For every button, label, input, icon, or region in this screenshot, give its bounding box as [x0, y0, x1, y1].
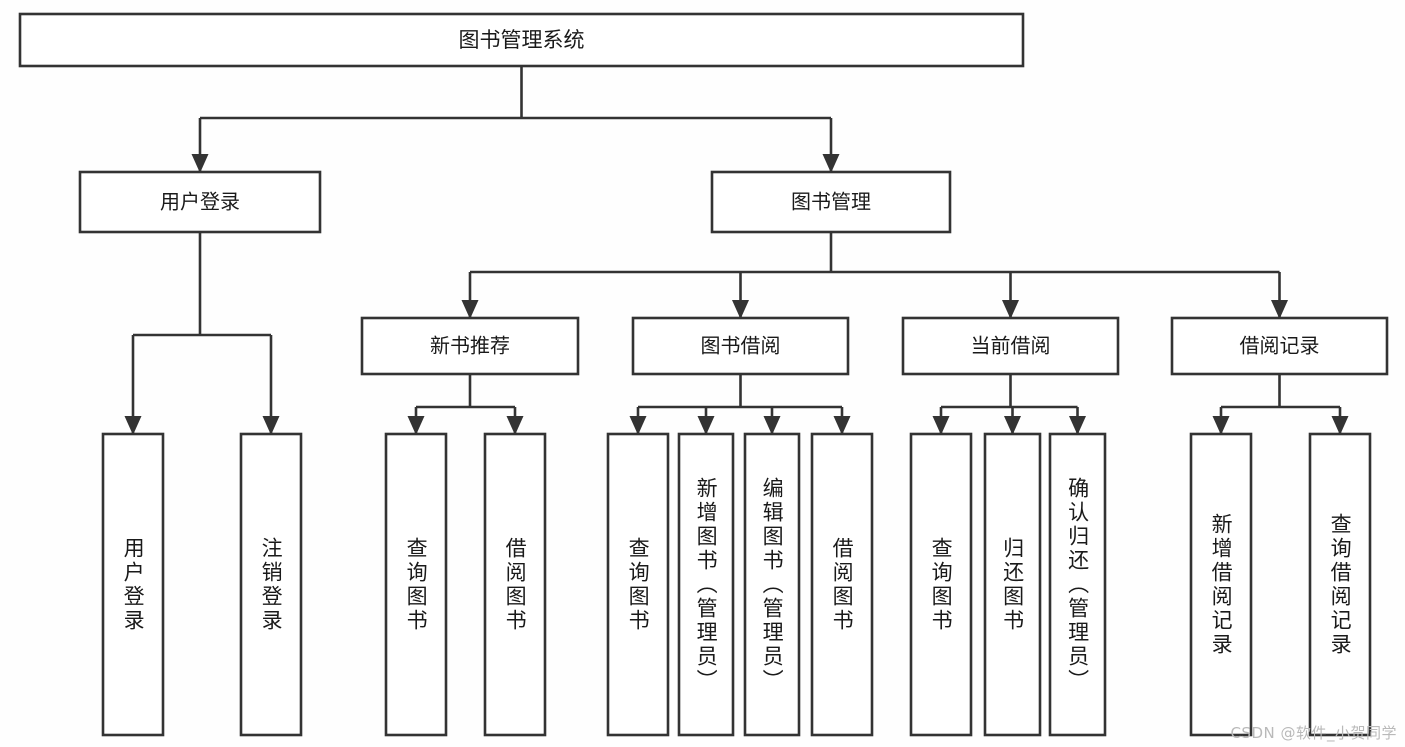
node-box-new-book-rec[interactable] [360, 316, 580, 376]
arrow-head-icon [506, 416, 524, 435]
arrow-head-icon [1004, 416, 1021, 435]
watermark-text: CSDN @软件_小贺同学 [1230, 724, 1397, 742]
node-label-new-book-rec: 新书推荐 [430, 334, 510, 358]
arrow-head-icon [822, 154, 840, 173]
node-box-user-login[interactable] [78, 170, 322, 234]
node-label-user-login: 用户登录 [160, 190, 240, 214]
arrow-head-icon [1331, 416, 1349, 435]
arrow-head-icon [763, 416, 781, 435]
arrow-head-icon [833, 416, 851, 435]
arrow-head-icon [461, 300, 479, 319]
node-box-leaf-confirm-return-admin[interactable] [1048, 432, 1107, 737]
arrow-head-icon [407, 416, 425, 435]
arrow-head-icon [1212, 416, 1230, 435]
node-box-leaf-query-book-current[interactable] [909, 432, 973, 737]
node-label-borrow-record: 借阅记录 [1240, 334, 1320, 358]
connectors-layer [124, 66, 1349, 435]
node-box-leaf-borrow-book-rec[interactable] [483, 432, 547, 737]
node-box-leaf-query-book-rec[interactable] [384, 432, 448, 737]
node-label-current-borrow: 当前借阅 [971, 334, 1051, 358]
arrow-head-icon [732, 300, 749, 319]
arrow-head-icon [262, 416, 280, 435]
node-label-book-borrow: 图书借阅 [701, 334, 781, 358]
node-box-current-borrow[interactable] [901, 316, 1120, 376]
arrow-head-icon [697, 416, 715, 435]
node-box-leaf-borrow-book[interactable] [810, 432, 874, 737]
node-box-leaf-query-book-borrow[interactable] [606, 432, 670, 737]
node-box-borrow-record[interactable] [1170, 316, 1389, 376]
arrow-head-icon [124, 416, 142, 435]
node-box-leaf-add-borrow-record[interactable] [1189, 432, 1253, 737]
node-box-leaf-user-login[interactable] [101, 432, 165, 737]
node-box-leaf-query-borrow-record[interactable] [1308, 432, 1372, 737]
node-box-root[interactable] [18, 12, 1025, 68]
node-box-leaf-return-book[interactable] [983, 432, 1042, 737]
node-label-book-manage: 图书管理 [791, 190, 871, 214]
arrow-head-icon [191, 154, 209, 173]
node-box-book-borrow[interactable] [631, 316, 850, 376]
arrow-head-icon [932, 416, 950, 435]
node-box-leaf-user-logout[interactable] [239, 432, 303, 737]
arrow-head-icon [629, 416, 647, 435]
arrow-head-icon [1069, 416, 1086, 435]
boxes-layer [18, 12, 1389, 737]
node-box-leaf-edit-book-admin[interactable] [743, 432, 801, 737]
node-box-leaf-add-book-admin[interactable] [677, 432, 735, 737]
node-label-root: 图书管理系统 [459, 28, 585, 52]
node-box-book-manage[interactable] [710, 170, 952, 234]
arrow-head-icon [1002, 300, 1019, 319]
arrow-head-icon [1271, 300, 1288, 319]
